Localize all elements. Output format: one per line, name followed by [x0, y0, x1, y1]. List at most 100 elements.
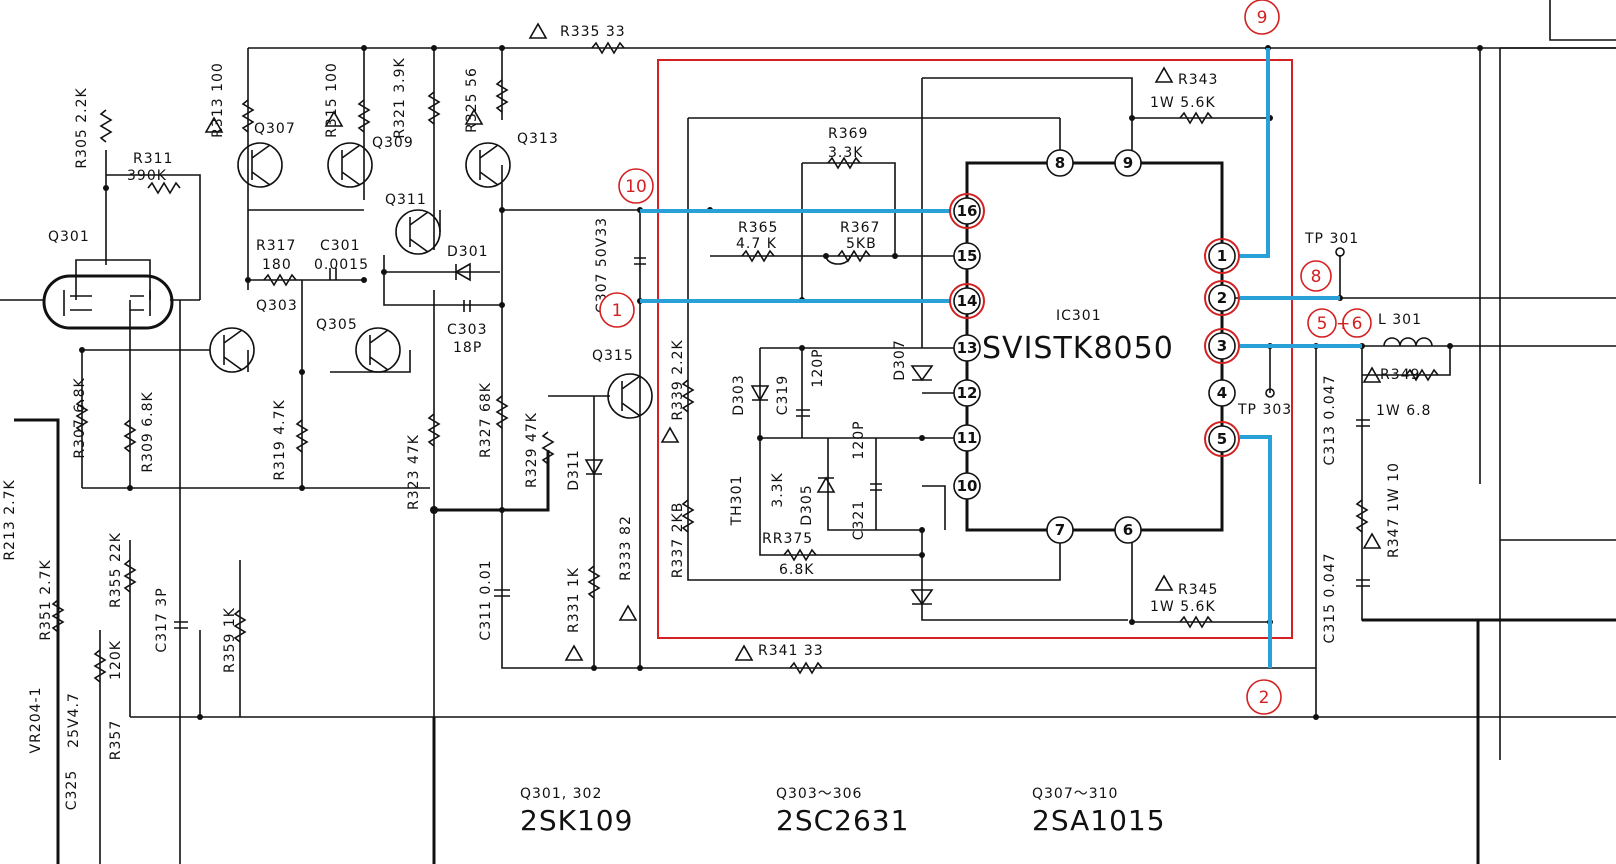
component-label: R365 [738, 220, 778, 236]
transistor-type: 2SK109 [520, 804, 633, 837]
component-label-vertical: C311 0.01 [478, 559, 494, 640]
component-label-vertical: C313 0.047 [1322, 374, 1338, 465]
component-label-vertical: C321 [851, 500, 867, 541]
ic-pin-2: 2 [1204, 280, 1240, 316]
annotation-number: 1 [612, 301, 623, 321]
highlighted-traces [640, 48, 1362, 668]
component-label-vertical: 3.3K [770, 472, 786, 507]
component-label: R311 [133, 151, 173, 167]
ic-pin-14: 14 [949, 283, 985, 319]
component-label-vertical: R315 100 [324, 62, 340, 138]
component-label: TP 303 [1237, 402, 1292, 418]
component-label: 4.7 K [736, 236, 777, 252]
component-label-vertical: R213 2.7K [2, 479, 18, 560]
component-label-vertical: R355 22K [108, 532, 124, 608]
transistor-refs: Q303～306 [776, 786, 862, 802]
component-label-vertical: 120P [851, 420, 867, 459]
component-label: R349 [1380, 367, 1420, 383]
ic-pin-1: 1 [1204, 238, 1240, 274]
ic-pin-7: 7 [1046, 516, 1074, 544]
component-label: 1W 5.6K [1150, 95, 1216, 111]
ic-pin-number: 3 [1217, 337, 1227, 355]
ic-pin-number: 12 [957, 384, 978, 402]
annotation-number: 9 [1257, 8, 1268, 28]
annotation-number: 6 [1352, 314, 1363, 334]
component-label-vertical: C319 [775, 375, 791, 416]
transistor-refs: Q301, 302 [520, 786, 602, 802]
ic-ref: IC301 [1056, 308, 1102, 324]
component-label-vertical: R339 2.2K [670, 339, 686, 420]
component-label-vertical: TH301 [729, 475, 745, 527]
annotation-number: 2 [1259, 688, 1270, 708]
annotation-marker-2: 2 [1246, 679, 1282, 715]
annotation-marker-8: 8 [1300, 260, 1332, 292]
ic-pin-number: 11 [957, 429, 978, 447]
transistor-type: 2SA1015 [1032, 804, 1166, 837]
component-label: D301 [447, 244, 489, 260]
ic-pin-number: 10 [957, 477, 978, 495]
component-label-vertical: R327 68K [478, 382, 494, 458]
annotation-number: 5 [1317, 314, 1328, 334]
annotation-number: 8 [1311, 267, 1322, 287]
component-label: 18P [453, 340, 482, 356]
component-label: Q313 [517, 131, 559, 147]
ic-pin-15: 15 [953, 242, 981, 270]
ic-pin-number: 14 [957, 292, 978, 310]
component-label-vertical: D303 [731, 374, 747, 416]
component-label: Q305 [316, 317, 358, 333]
resistors [51, 41, 1439, 683]
ic-pin-10: 10 [953, 472, 981, 500]
component-label-vertical: R325 56 [464, 67, 480, 133]
ic-pin-number: 6 [1123, 521, 1133, 539]
component-label-vertical: VR204-1 [28, 687, 44, 754]
component-label-vertical: D305 [799, 484, 815, 526]
part-legend-item: Q307～310 2SA1015 [1032, 786, 1166, 837]
part-number-legend: Q301, 302 2SK109 Q303～306 2SC2631 Q307～310 2S… [520, 786, 1166, 837]
component-label: Q311 [385, 192, 427, 208]
annotation-number: 10 [625, 177, 647, 197]
ic-pin-4: 4 [1208, 379, 1236, 407]
warning-triangles [204, 22, 1382, 661]
component-label: Q309 [372, 135, 414, 151]
ic-pin-number: 4 [1217, 384, 1227, 402]
annotation-marker-5: 5 [1307, 308, 1337, 338]
ic-pin-number: 2 [1217, 289, 1227, 307]
component-label-vertical: R359 1K [222, 607, 238, 673]
ic-pin-number: 9 [1123, 154, 1133, 172]
part-legend-item: Q301, 302 2SK109 [520, 786, 633, 837]
annotation-separator: + [1336, 314, 1350, 334]
component-label: R335 33 [560, 24, 626, 40]
component-label-vertical: R309 6.8K [140, 391, 156, 472]
component-label: R367 [840, 220, 880, 236]
ic-pin-3: 3 [1204, 328, 1240, 364]
ic-pin-8: 8 [1046, 149, 1074, 177]
component-label: 0.0015 [314, 257, 369, 273]
component-label-vertical: R305 2.2K [74, 87, 90, 168]
component-label-vertical: C315 0.047 [1322, 552, 1338, 643]
component-label: 6.8K [779, 562, 814, 578]
component-label-vertical: R357 [108, 720, 124, 760]
transistors [42, 142, 653, 419]
annotation-marker-9: 9 [1244, 0, 1280, 35]
part-legend-item: Q303～306 2SC2631 [776, 786, 909, 837]
ic-pin-number: 5 [1217, 430, 1227, 448]
component-label-vertical: R333 82 [618, 515, 634, 581]
component-label-vertical: C325 [64, 770, 80, 811]
ic-pin-9: 9 [1114, 149, 1142, 177]
component-label: RR375 [762, 531, 813, 547]
component-label: L 301 [1378, 312, 1422, 328]
component-label-vertical: D307 [892, 339, 908, 381]
component-label: C303 [447, 322, 488, 338]
component-label-vertical: R347 1W 10 [1386, 462, 1402, 558]
ic-pin-6: 6 [1114, 516, 1142, 544]
component-label: 1W 5.6K [1150, 599, 1216, 615]
component-label-vertical: R337 2KB [670, 502, 686, 579]
transistor-type: 2SC2631 [776, 804, 909, 837]
component-label: R343 [1178, 72, 1218, 88]
transistor-refs: Q307～310 [1032, 786, 1118, 802]
component-label-vertical: D311 [566, 449, 582, 491]
component-label: 3.3K [828, 145, 863, 161]
